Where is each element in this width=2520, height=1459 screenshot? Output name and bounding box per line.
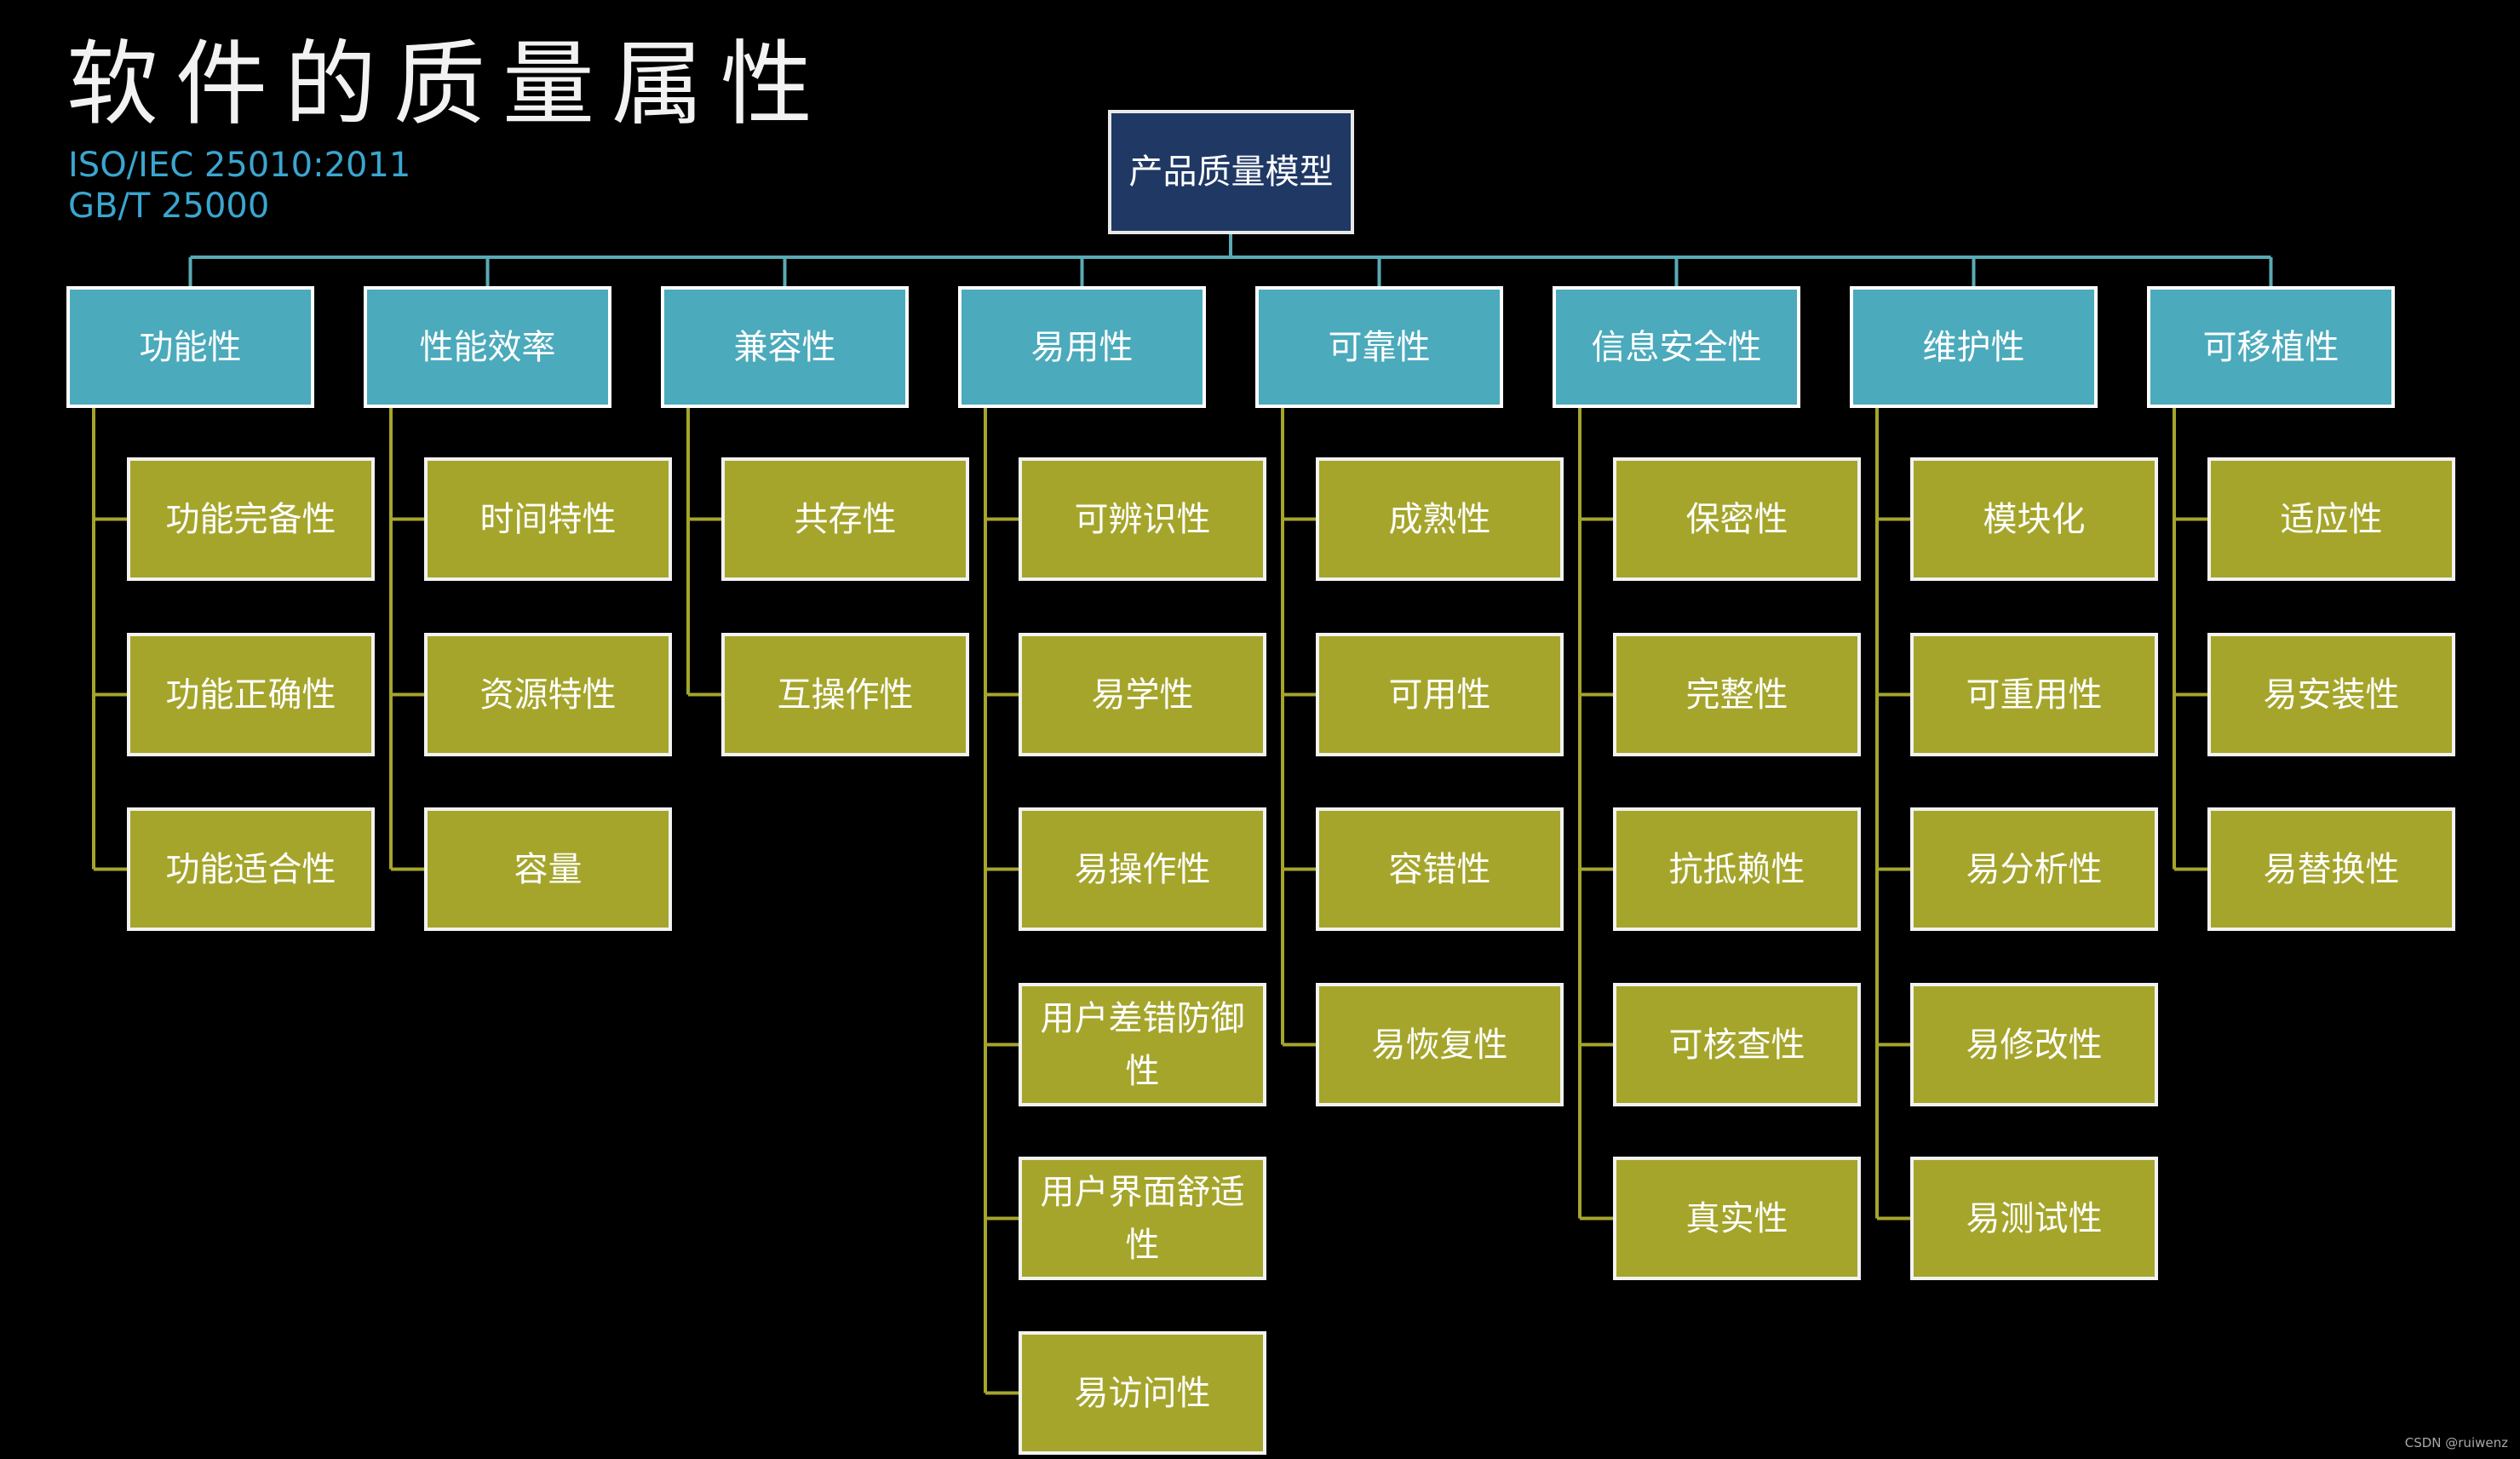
subitem-node: 抗抵赖性: [1613, 807, 1861, 931]
standard-iso: ISO/IEC 25010:2011: [68, 146, 411, 185]
category-node: 信息安全性: [1553, 286, 1800, 408]
category-node: 兼容性: [661, 286, 909, 408]
subitem-node: 易分析性: [1910, 807, 2158, 931]
subitem-node: 时间特性: [424, 457, 672, 581]
subitem-node: 用户界面舒适性: [1019, 1157, 1266, 1280]
category-node: 功能性: [66, 286, 314, 408]
subitem-node: 易操作性: [1019, 807, 1266, 931]
subitem-node: 易学性: [1019, 633, 1266, 756]
subitem-node: 可用性: [1316, 633, 1564, 756]
subitem-node: 共存性: [721, 457, 969, 581]
category-node: 易用性: [958, 286, 1206, 408]
subitem-node: 容错性: [1316, 807, 1564, 931]
subitem-node: 易访问性: [1019, 1331, 1266, 1455]
root-node: 产品质量模型: [1108, 110, 1354, 234]
category-node: 可移植性: [2147, 286, 2395, 408]
subitem-node: 功能适合性: [127, 807, 375, 931]
subitem-node: 真实性: [1613, 1157, 1861, 1280]
subitem-node: 完整性: [1613, 633, 1861, 756]
category-node: 维护性: [1850, 286, 2098, 408]
subitem-node: 资源特性: [424, 633, 672, 756]
subitem-node: 模块化: [1910, 457, 2158, 581]
category-node: 性能效率: [364, 286, 611, 408]
watermark: CSDN @ruiwenz: [2404, 1435, 2508, 1450]
category-node: 可靠性: [1255, 286, 1503, 408]
subitem-node: 易安装性: [2207, 633, 2455, 756]
subitem-node: 可核查性: [1613, 983, 1861, 1106]
subitem-node: 易恢复性: [1316, 983, 1564, 1106]
standard-gbt: GB/T 25000: [68, 187, 270, 226]
subitem-node: 容量: [424, 807, 672, 931]
subitem-node: 易测试性: [1910, 1157, 2158, 1280]
subitem-node: 易替换性: [2207, 807, 2455, 931]
subitem-node: 保密性: [1613, 457, 1861, 581]
subitem-node: 用户差错防御性: [1019, 983, 1266, 1106]
subitem-node: 成熟性: [1316, 457, 1564, 581]
subitem-node: 易修改性: [1910, 983, 2158, 1106]
subitem-node: 互操作性: [721, 633, 969, 756]
subitem-node: 可重用性: [1910, 633, 2158, 756]
subitem-node: 可辨识性: [1019, 457, 1266, 581]
page-title: 软件的质量属性: [66, 32, 830, 138]
subitem-node: 功能完备性: [127, 457, 375, 581]
subitem-node: 功能正确性: [127, 633, 375, 756]
subitem-node: 适应性: [2207, 457, 2455, 581]
